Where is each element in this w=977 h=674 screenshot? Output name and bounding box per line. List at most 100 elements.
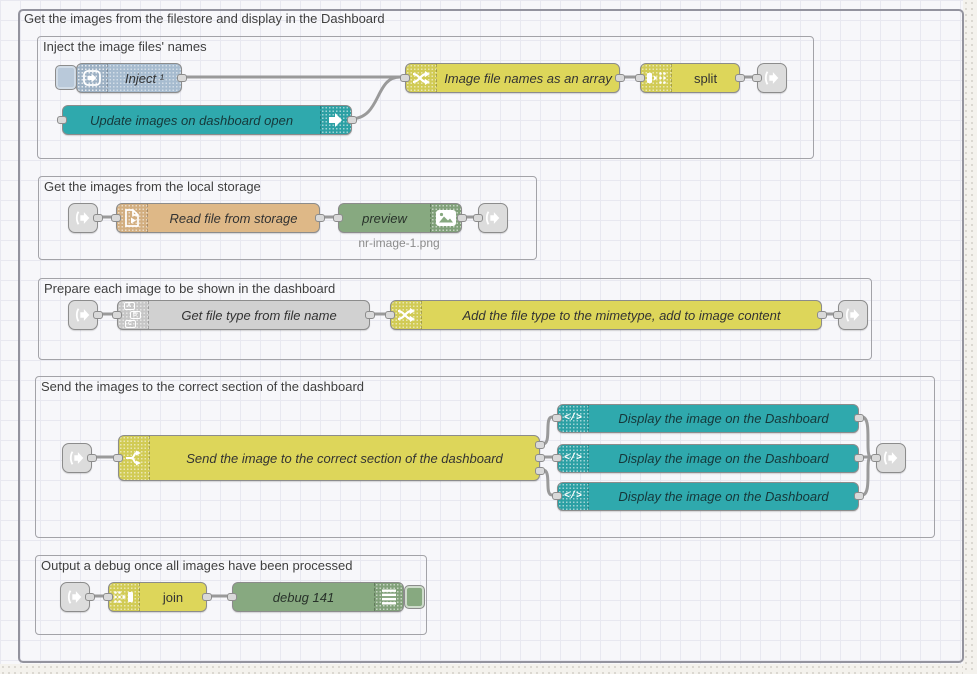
output-port[interactable] — [817, 311, 827, 319]
node-inject[interactable]: Inject ¹ — [76, 63, 187, 93]
input-port[interactable] — [752, 74, 762, 82]
node-link-in[interactable] — [60, 582, 95, 612]
input-port[interactable] — [111, 214, 121, 222]
output-port[interactable] — [365, 311, 375, 319]
node-link-in[interactable] — [68, 203, 103, 233]
group-debug[interactable] — [35, 555, 427, 635]
inject-trigger-button[interactable] — [55, 65, 77, 90]
output-port[interactable] — [735, 74, 745, 82]
node-update-images[interactable]: Update images on dashboard open — [57, 105, 357, 135]
node-label: Display the image on the Dashboard — [618, 411, 829, 426]
function-shuffle-icon — [391, 301, 422, 329]
node-link-in[interactable] — [68, 300, 103, 330]
input-port[interactable] — [871, 454, 881, 462]
wire[interactable] — [348, 75, 402, 121]
node-display-image-2[interactable]: </> Display the image on the Dashboard — [552, 444, 864, 473]
template-code-icon: </> — [558, 405, 589, 432]
input-port[interactable] — [552, 454, 562, 462]
output-port[interactable] — [202, 593, 212, 601]
node-status-text: nr-image-1.png — [358, 236, 440, 250]
node-label: Send the image to the correct section of… — [186, 450, 503, 466]
debug-list-icon — [374, 583, 403, 611]
node-debug[interactable]: debug 141 — [227, 582, 404, 612]
output-port[interactable] — [615, 74, 625, 82]
input-port[interactable] — [552, 492, 562, 500]
group-send[interactable] — [35, 376, 935, 538]
input-port[interactable] — [400, 74, 410, 82]
node-function-mimetype[interactable]: Add the file type to the mimetype, add t… — [385, 300, 827, 330]
node-link-out[interactable] — [752, 63, 787, 93]
node-link-in[interactable] — [62, 443, 97, 473]
link-out-icon — [485, 211, 500, 225]
input-port[interactable] — [385, 311, 395, 319]
wire[interactable] — [860, 415, 873, 459]
file-icon — [117, 204, 148, 232]
output-port-1[interactable] — [535, 441, 545, 449]
input-port[interactable] — [635, 74, 645, 82]
input-port[interactable] — [552, 414, 562, 422]
node-split[interactable]: split — [635, 63, 745, 93]
wire[interactable] — [541, 415, 554, 446]
output-port[interactable] — [854, 454, 864, 462]
node-label: Get file type from file name — [181, 307, 337, 323]
node-display-image-1[interactable]: </> Display the image on the Dashboard — [552, 404, 864, 433]
node-link-out[interactable] — [871, 443, 906, 473]
input-port[interactable] — [57, 116, 67, 124]
input-port[interactable] — [113, 454, 123, 462]
output-port-3[interactable] — [535, 467, 545, 475]
link-in-icon — [75, 308, 90, 322]
node-display-image-3[interactable]: </> Display the image on the Dashboard — [552, 482, 864, 511]
input-port[interactable] — [103, 593, 113, 601]
output-port[interactable] — [315, 214, 325, 222]
switch-fork-icon — [119, 436, 150, 480]
output-port-2[interactable] — [535, 454, 545, 462]
output-port[interactable] — [93, 311, 103, 319]
group-inject[interactable] — [37, 36, 814, 159]
node-switch-send[interactable]: Send the image to the correct section of… — [113, 435, 545, 481]
link-out-icon — [845, 308, 860, 322]
output-port[interactable] — [177, 74, 187, 82]
link-out-icon — [764, 71, 779, 85]
group-storage-label: Get the images from the local storage — [44, 179, 261, 194]
wire[interactable] — [860, 455, 873, 497]
node-label: Read file from storage — [169, 210, 298, 226]
input-port[interactable] — [112, 311, 122, 319]
input-port[interactable] — [473, 214, 483, 222]
group-send-label: Send the images to the correct section o… — [41, 379, 365, 394]
node-join[interactable]: join — [103, 582, 212, 612]
node-function-filenames[interactable]: Image file names as an array — [400, 63, 625, 93]
node-read-file[interactable]: Read file from storage — [111, 203, 325, 233]
node-label: Add the file type to the mimetype, add t… — [462, 307, 781, 323]
debug-toggle-button[interactable] — [404, 585, 425, 609]
link-out-icon — [883, 451, 898, 465]
inject-icon — [77, 64, 108, 92]
output-port[interactable] — [347, 116, 357, 124]
group-debug-label: Output a debug once all images have been… — [41, 558, 353, 573]
input-port[interactable] — [227, 593, 237, 601]
join-icon — [109, 583, 140, 611]
node-preview-image[interactable]: preview — [333, 203, 467, 233]
link-in-icon — [69, 451, 84, 465]
canvas-edge-bottom — [0, 664, 963, 674]
node-label: Display the image on the Dashboard — [618, 451, 829, 466]
node-link-out[interactable] — [473, 203, 508, 233]
flow-canvas[interactable]: Get the images from the filestore and di… — [0, 0, 964, 664]
canvas-edge-right — [963, 0, 977, 674]
node-link-out[interactable] — [833, 300, 868, 330]
link-in-icon — [67, 590, 82, 604]
group-outer[interactable] — [18, 9, 964, 663]
output-port[interactable] — [457, 214, 467, 222]
output-port[interactable] — [854, 414, 864, 422]
input-port[interactable] — [833, 311, 843, 319]
output-port[interactable] — [87, 454, 97, 462]
group-inject-label: Inject the image files' names — [43, 39, 207, 54]
input-port[interactable] — [333, 214, 343, 222]
node-label: join — [162, 589, 184, 605]
group-prepare[interactable] — [38, 278, 872, 360]
group-storage[interactable] — [38, 176, 537, 260]
output-port[interactable] — [93, 214, 103, 222]
output-port[interactable] — [854, 492, 864, 500]
output-port[interactable] — [85, 593, 95, 601]
